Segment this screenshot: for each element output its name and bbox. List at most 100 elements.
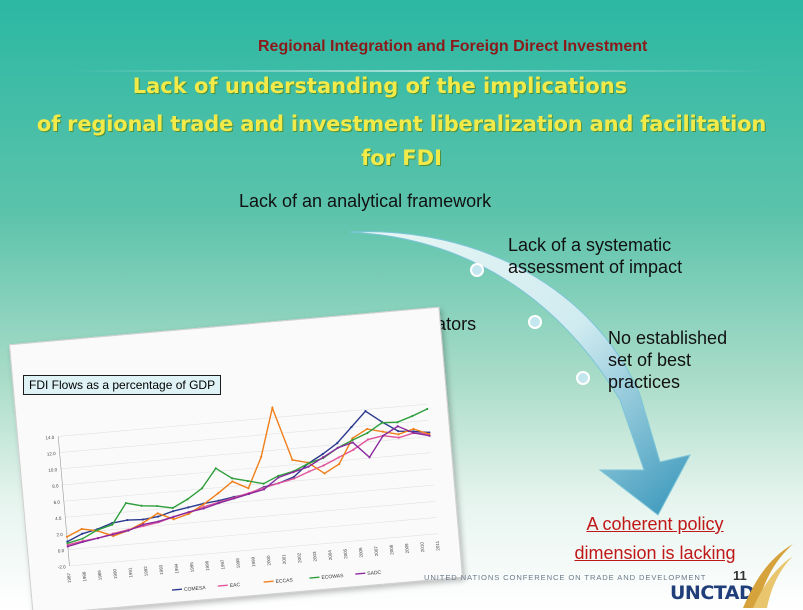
data-point: [411, 414, 414, 418]
legend-swatch: [263, 580, 274, 583]
x-tick-label: 1989: [97, 570, 103, 581]
data-point: [396, 425, 399, 428]
legend-entry: ECCAS: [275, 577, 293, 585]
data-point: [111, 523, 114, 526]
data-point: [364, 410, 367, 413]
data-point: [65, 535, 69, 538]
grid-line: [63, 468, 433, 502]
legend-entry: COMESA: [184, 585, 207, 593]
data-point: [337, 456, 340, 459]
data-point: [232, 497, 235, 500]
title-line-1: Lack of understanding of the implication…: [132, 74, 628, 98]
data-point: [277, 482, 281, 485]
data-point: [156, 512, 159, 515]
data-point: [262, 482, 265, 485]
data-point: [412, 431, 415, 435]
grid-line: [59, 420, 429, 453]
data-point: [172, 515, 175, 518]
data-point: [366, 431, 369, 435]
y-tick-label: 12.0: [47, 451, 57, 457]
x-tick-label: 2005: [343, 548, 349, 559]
data-point: [202, 507, 205, 510]
data-point: [81, 532, 84, 535]
data-point: [350, 425, 353, 429]
data-point: [277, 476, 280, 479]
data-point: [202, 505, 205, 508]
y-tick-label: -2.0: [58, 564, 67, 570]
grid-line: [58, 403, 427, 437]
data-point: [426, 407, 429, 411]
data-point: [428, 434, 431, 437]
data-point: [292, 470, 295, 474]
series-line-eccas: [66, 405, 430, 538]
page-number: 11: [733, 568, 747, 583]
data-point: [291, 458, 294, 462]
x-tick-label: 2011: [435, 540, 441, 551]
data-point: [187, 512, 190, 515]
point-practices-line-1: No established: [608, 328, 728, 348]
data-point: [96, 537, 100, 540]
data-point: [171, 506, 174, 510]
point-assessment-line-2: assessment of impact: [508, 257, 683, 277]
x-tick-label: 1994: [174, 563, 180, 574]
chart-label: FDI Flows as a percentage of GDP: [23, 375, 222, 395]
point-practices-line-2: set of best: [608, 350, 692, 370]
data-point: [262, 488, 266, 491]
data-point: [187, 511, 190, 514]
x-tick-label: 2001: [281, 553, 287, 564]
data-point: [66, 543, 69, 546]
data-point: [217, 501, 220, 505]
data-point: [277, 474, 280, 477]
x-tick-label: 2010: [419, 541, 425, 552]
point-practices-line-3: practices: [608, 372, 681, 392]
data-point: [292, 477, 296, 480]
data-point: [380, 421, 384, 424]
y-tick-label: 10.0: [48, 467, 58, 473]
data-point: [126, 518, 129, 522]
data-point: [247, 487, 250, 490]
arrow-node-1: [470, 263, 484, 277]
data-point: [382, 434, 385, 437]
x-tick-label: 2006: [358, 547, 364, 558]
data-point: [397, 430, 400, 433]
data-point: [81, 537, 84, 540]
x-tick-label: 2003: [312, 551, 318, 562]
x-tick-label: 1998: [235, 558, 241, 569]
data-point: [307, 462, 310, 465]
title-line-3: for FDI: [361, 146, 442, 170]
x-tick-label: 1993: [158, 564, 164, 575]
footer-organization: UNITED NATIONS CONFERENCE ON TRADE AND D…: [424, 573, 707, 582]
y-tick-label: 2.0: [56, 532, 63, 538]
data-point: [321, 456, 325, 459]
x-tick-label: 2002: [296, 552, 302, 563]
legend-entry: EAC: [230, 582, 241, 589]
data-point: [322, 464, 325, 467]
data-point: [141, 518, 144, 521]
data-point: [66, 540, 69, 543]
data-point: [80, 527, 83, 531]
data-point: [352, 448, 355, 451]
logo-swoosh-icon: [743, 544, 793, 608]
data-point: [381, 430, 384, 433]
y-tick-label: 8.0: [52, 483, 59, 489]
data-point: [271, 406, 274, 409]
data-point: [127, 529, 130, 532]
x-tick-label: 1987: [66, 572, 72, 583]
data-point: [187, 506, 190, 509]
data-point: [397, 436, 400, 439]
x-tick-label: 1995: [189, 562, 195, 573]
y-tick-label: 14.0: [45, 435, 55, 441]
data-point: [217, 499, 220, 502]
x-tick-label: 1997: [220, 559, 226, 570]
data-point: [336, 441, 339, 445]
y-tick-label: 0.0: [58, 548, 65, 554]
x-tick-label: 2008: [389, 544, 395, 555]
data-point: [157, 520, 160, 523]
y-tick-label: 4.0: [55, 516, 62, 522]
x-tick-label: 2007: [373, 545, 379, 556]
data-point: [140, 504, 143, 507]
x-tick-label: 2004: [327, 549, 333, 560]
unctad-logo: UNCTAD: [670, 582, 755, 604]
data-point: [260, 455, 263, 459]
